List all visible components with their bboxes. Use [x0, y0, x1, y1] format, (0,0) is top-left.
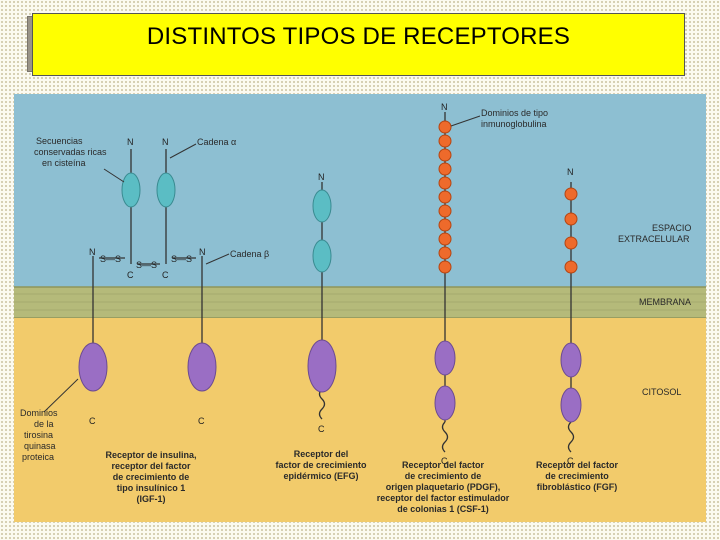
- n-terminal-label: N: [441, 102, 448, 112]
- n-terminal-label: N: [162, 137, 169, 147]
- ig-domain-chain: [439, 121, 451, 273]
- ig-domain: [439, 163, 451, 175]
- ig-domain: [439, 233, 451, 245]
- n-terminal-label: N: [89, 247, 96, 257]
- c-terminal-label: C: [162, 270, 169, 280]
- ig-domain: [565, 261, 577, 273]
- beta-chain-label: Cadena β: [230, 249, 269, 259]
- kinase-domain: [188, 343, 216, 391]
- ig-domain: [565, 237, 577, 249]
- cysteine-domain: [313, 240, 331, 272]
- c-terminal-label: C: [127, 270, 134, 280]
- kinase-domain: [435, 386, 455, 420]
- alpha-chain-label: Cadena α: [197, 137, 236, 147]
- slide-title: DISTINTOS TIPOS DE RECEPTORES: [147, 23, 570, 51]
- kinase-domain: [561, 343, 581, 377]
- n-terminal-label: N: [127, 137, 134, 147]
- ig-domain: [565, 188, 577, 200]
- ig-domain: [439, 135, 451, 147]
- kinase-domain: [561, 388, 581, 422]
- cysteine-domain: [157, 173, 175, 207]
- c-terminal-label: C: [318, 424, 325, 434]
- ig-domain: [439, 149, 451, 161]
- ss-bond-label: S—S: [136, 260, 157, 270]
- ig-domain: [439, 247, 451, 259]
- ig-domain: [565, 213, 577, 225]
- cysteine-domain: [122, 173, 140, 207]
- n-terminal-label: N: [567, 167, 574, 177]
- kinase-domain: [79, 343, 107, 391]
- ig-domain: [439, 121, 451, 133]
- membrane-label: MEMBRANA: [639, 297, 691, 307]
- c-terminal-label: C: [89, 416, 96, 426]
- kinase-domain: [435, 341, 455, 375]
- cysteine-domain: [313, 190, 331, 222]
- n-terminal-label: N: [318, 172, 325, 182]
- n-terminal-label: N: [199, 247, 206, 257]
- receptor-diagram: N N N N N N N S—S S—S S—S C C C C C C C …: [14, 94, 706, 522]
- ig-domain: [439, 205, 451, 217]
- ss-bond-label: S—S: [100, 254, 121, 264]
- ig-domain: [439, 219, 451, 231]
- cytosol-label: CITOSOL: [642, 387, 681, 397]
- c-terminal-label: C: [198, 416, 205, 426]
- receptor-figure: N N N N N N N S—S S—S S—S C C C C C C C …: [14, 94, 706, 522]
- ig-domain: [439, 177, 451, 189]
- ig-domain: [439, 261, 451, 273]
- title-box: DISTINTOS TIPOS DE RECEPTORES: [32, 13, 685, 76]
- kinase-domain: [308, 340, 336, 392]
- ss-bond-label: S—S: [171, 254, 192, 264]
- ig-domain: [439, 191, 451, 203]
